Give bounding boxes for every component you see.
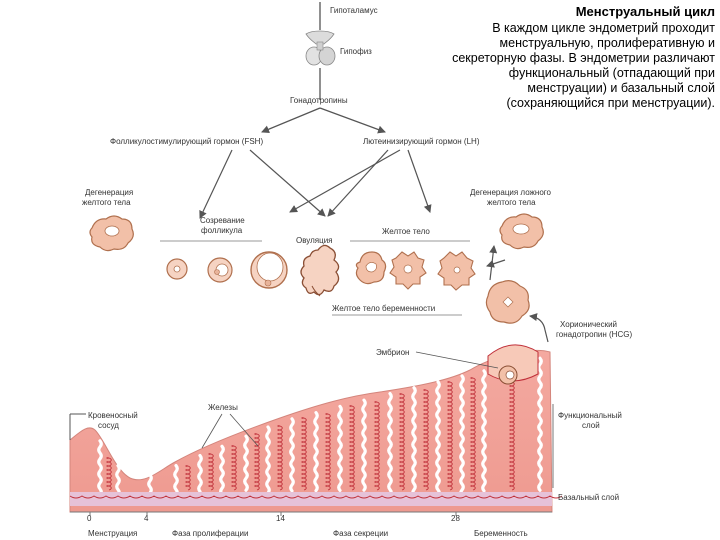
phase-proliferation-label: Фаза пролиферации <box>172 529 248 538</box>
coiled-artery <box>423 389 429 491</box>
gland-crypt <box>115 463 121 498</box>
gland-crypt <box>173 463 179 498</box>
gland-crypt <box>459 374 465 498</box>
endometrium <box>69 344 563 513</box>
day-0-label: 0 <box>87 514 92 523</box>
gland-crypt <box>337 404 343 492</box>
description-line: менструации) и базальный слой <box>527 81 715 95</box>
axis-ticks <box>89 512 457 516</box>
gland-leader <box>201 413 223 449</box>
coiled-artery <box>185 465 191 491</box>
coiled-artery <box>325 413 331 491</box>
gland-crypt <box>97 439 103 497</box>
cl-pregnancy-label: Желтое тело беременности <box>332 304 435 313</box>
embryo-leader <box>415 351 499 369</box>
functional-layer-label: слой <box>582 421 600 430</box>
vessel-label: Кровеносный <box>88 411 138 420</box>
lh-label: Лютеинизирующий гормон (LH) <box>363 137 480 146</box>
description-line: (сохраняющийся при менструации). <box>506 96 715 110</box>
basal-layer <box>70 492 552 506</box>
hcg-label: Хорионический <box>560 320 617 329</box>
gland-crypt <box>313 411 319 493</box>
functional-layer-label: Функциональный <box>558 411 622 420</box>
coiled-artery <box>301 417 307 491</box>
gland-crypt <box>537 356 543 492</box>
gland-leader <box>229 413 259 447</box>
pituitary-icon <box>305 30 336 66</box>
phase-pregnancy-label: Беременность <box>474 529 528 538</box>
gland-crypt <box>481 369 487 493</box>
follicle-stage-2-icon <box>207 257 233 283</box>
degenerating-corpus-luteum-icon <box>89 215 134 252</box>
page-title-block: Менструальный цикл В каждом цикле эндоме… <box>410 3 715 111</box>
gland-crypt <box>361 398 367 492</box>
hcg-arrow <box>529 313 549 343</box>
coiled-artery <box>447 381 453 491</box>
day-28-label: 28 <box>451 514 460 523</box>
coiled-artery <box>399 393 405 491</box>
ovulation-follicle-icon <box>300 244 340 297</box>
description-line: менструальную, пролиферативную и <box>499 36 715 50</box>
coiled-artery <box>208 453 214 491</box>
degeneration-cl-label: желтого тела <box>82 198 131 207</box>
coiled-artery <box>277 425 283 491</box>
degeneration-false-cl-label: Дегенерация ложного <box>470 188 552 197</box>
coiled-artery <box>470 377 476 491</box>
coiled-artery <box>509 369 515 491</box>
degenerating-false-corpus-luteum-icon <box>499 213 544 250</box>
corpus-luteum-pregnancy-icon <box>485 280 530 324</box>
coiled-artery <box>254 433 260 491</box>
embryo-label: Эмбрион <box>376 348 409 357</box>
phase-secretion-label: Фаза секреции <box>333 529 388 538</box>
degeneration-false-cl-label: желтого тела <box>487 198 536 207</box>
day-4-label: 4 <box>144 514 149 523</box>
hypothalamus-label: Гипоталамус <box>330 6 378 15</box>
gland-crypt <box>411 386 417 498</box>
corpus-luteum-icon <box>389 251 427 290</box>
gland-crypt <box>435 380 441 498</box>
hcg-label: гонадотропин (HCG) <box>556 330 632 339</box>
embryo-implant-icon <box>487 344 539 385</box>
description-line: В каждом цикле эндометрий проходит <box>492 21 715 35</box>
basal-layer-label: Базальный слой <box>558 493 619 502</box>
gland-crypt <box>265 425 271 495</box>
day-14-label: 14 <box>276 514 285 523</box>
corpus-luteum-label: Желтое тело <box>382 227 430 236</box>
follicle-maturation-label: фолликула <box>201 226 243 235</box>
description: В каждом цикле эндометрий проходит менст… <box>410 21 715 111</box>
gland-crypt <box>147 473 153 495</box>
page-title: Менструальный цикл <box>575 4 715 19</box>
gland-crypt <box>387 391 393 498</box>
coiled-artery <box>374 401 380 491</box>
gland-crypt <box>289 417 295 493</box>
basal-vessel <box>69 495 563 499</box>
glands-label: Железы <box>208 403 238 412</box>
hormone-arrows <box>199 149 432 219</box>
phase-menstruation-label: Менструация <box>88 529 137 538</box>
degeneration-cl-label: Дегенерация <box>85 188 133 197</box>
pituitary-label: Гипофиз <box>340 47 372 56</box>
degeneration-arrow <box>486 259 506 268</box>
description-line: функциональный (отпадающий при <box>508 66 715 80</box>
vessel-label: сосуд <box>98 421 119 430</box>
fsh-label: Фолликулостимулирующий гормон (FSH) <box>110 137 263 146</box>
gland-crypt <box>219 444 225 496</box>
description-line: секреторную фазы. В эндометрии различают <box>452 51 715 65</box>
follicle-maturation-label: Созревание <box>200 216 245 225</box>
coiled-artery <box>231 445 237 491</box>
ovulation-label: Овуляция <box>296 236 333 245</box>
follicle-stage-3-icon <box>250 251 288 289</box>
fsh-branch-arrow <box>261 107 321 134</box>
gland-crypt <box>197 453 203 494</box>
follicle-stage-1-icon <box>166 258 188 280</box>
false-cl-arrow <box>489 245 498 281</box>
gonadotropins-label: Гонадотропины <box>290 96 348 105</box>
mature-corpus-luteum-icon <box>437 251 476 291</box>
lh-branch-arrow <box>319 107 386 134</box>
coiled-artery <box>349 405 355 491</box>
coiled-artery <box>106 457 112 491</box>
early-corpus-luteum-icon <box>355 251 387 285</box>
gland-crypt <box>243 434 249 492</box>
